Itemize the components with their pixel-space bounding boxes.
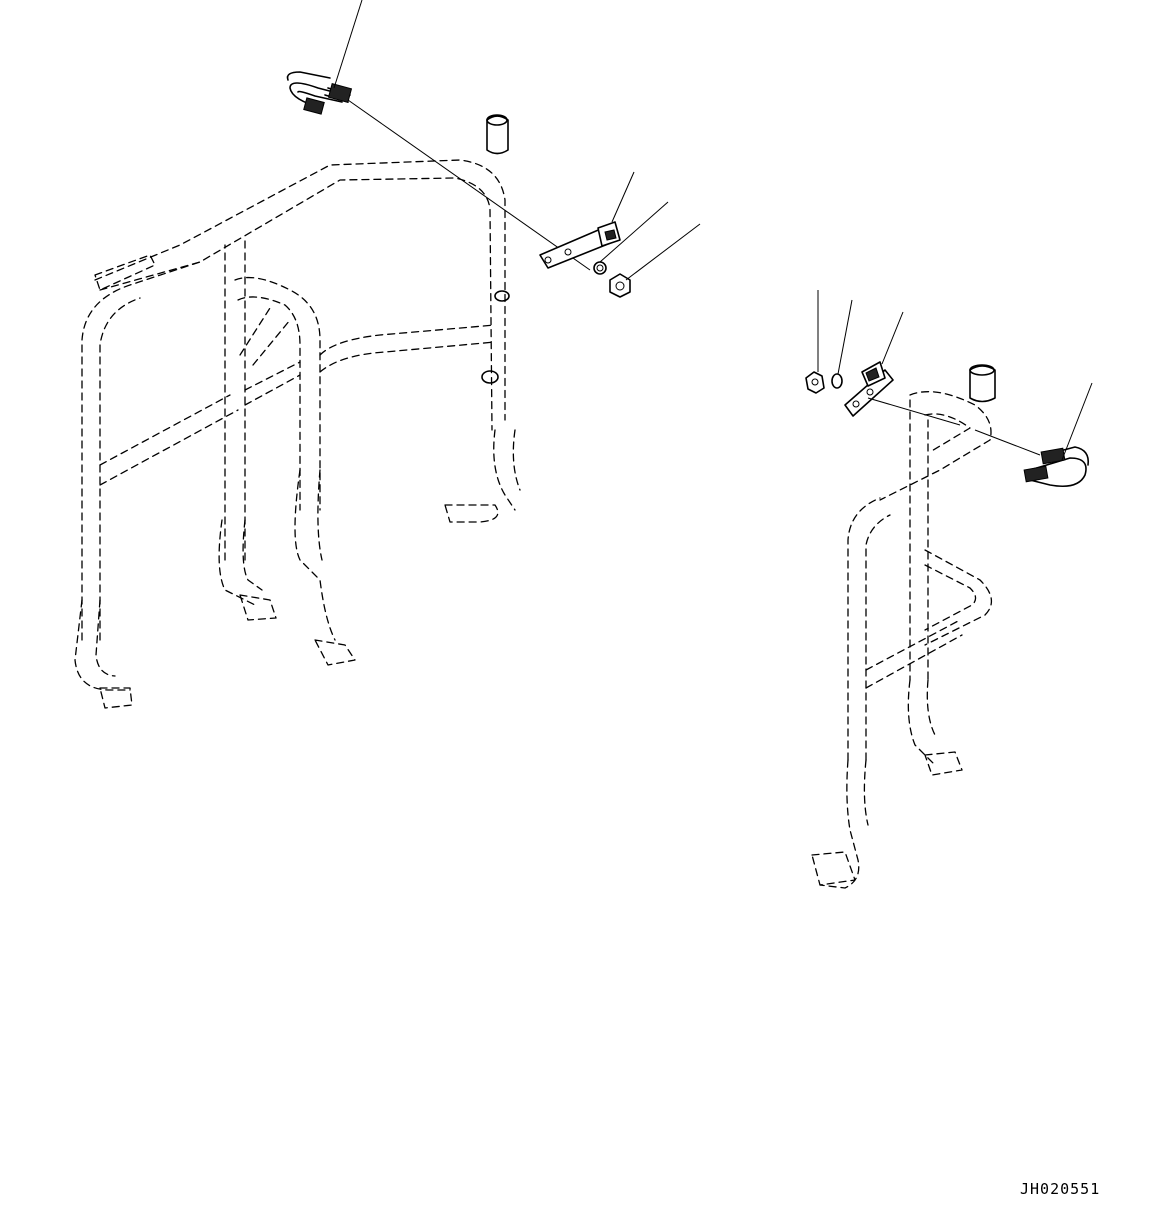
nut-icon [805, 371, 825, 394]
bracket-right [844, 361, 894, 417]
right-guard-frame [811, 364, 996, 889]
bracket-left [539, 221, 621, 269]
leader-line [881, 311, 904, 365]
drawing-number: JH020551 [1020, 1180, 1101, 1198]
leader-line [837, 299, 853, 375]
leader-line [625, 223, 701, 281]
left-guard-frame [74, 114, 521, 709]
u-bolt-right [1023, 446, 1090, 488]
nut-icon [609, 273, 631, 298]
leader-line [347, 99, 591, 271]
leader-line [974, 429, 1041, 456]
leader-line [333, 0, 363, 89]
leader-line [1061, 382, 1093, 461]
washer-icon [831, 373, 843, 389]
washer-icon [593, 261, 607, 275]
washer-hole [596, 264, 604, 272]
u-bolt-left [286, 71, 353, 115]
leader-line [611, 171, 635, 223]
leader-line [599, 201, 669, 263]
leader-line [867, 397, 961, 426]
